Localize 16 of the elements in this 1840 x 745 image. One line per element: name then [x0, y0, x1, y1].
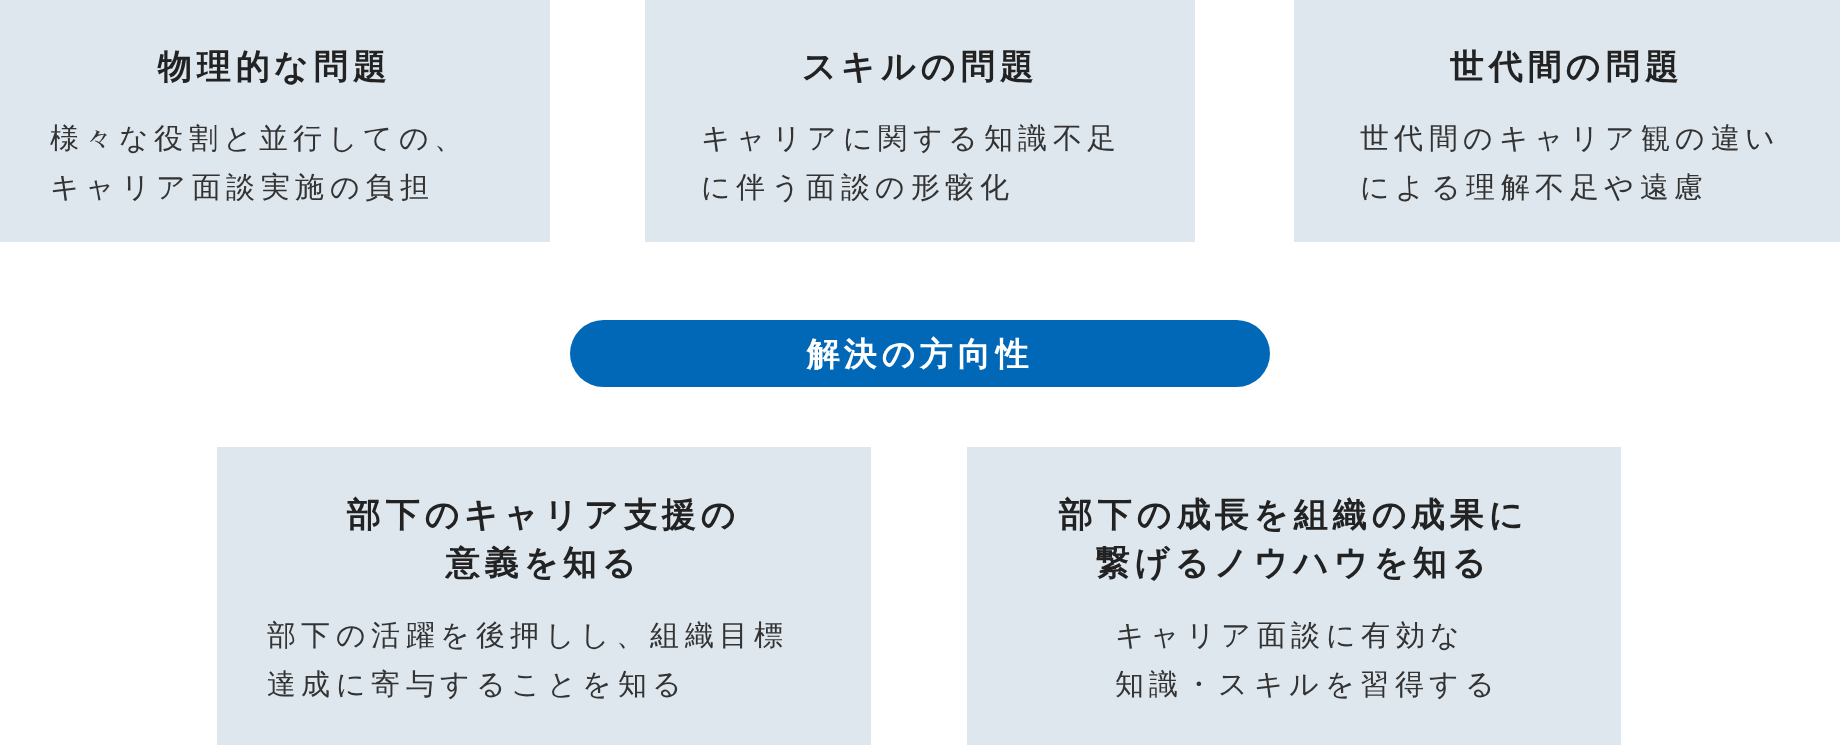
card-heading: 部下の成長を組織の成果に繋げるノウハウを知る [1057, 493, 1530, 584]
card-description: 世代間のキャリア観の違いによる理解不足や遠慮 [1359, 120, 1782, 206]
card-heading: 物理的な問題 [158, 45, 392, 88]
solution-card [217, 447, 871, 745]
card-description: 部下の活躍を後押しし、組織目標達成に寄与することを知る [266, 617, 790, 703]
card-heading: スキルの問題 [801, 45, 1039, 88]
card-description: 様々な役割と並行しての、キャリア面談実施の負担 [49, 120, 470, 206]
card-description: キャリアに関する知識不足に伴う面談の形骸化 [700, 120, 1123, 206]
problem-card [645, 0, 1195, 242]
problem-card [1294, 0, 1840, 242]
solution-card [967, 447, 1621, 745]
banner-title: 解決の方向性 [806, 332, 1034, 375]
card-heading: 部下のキャリア支援の意義を知る [345, 493, 742, 584]
card-description: キャリア面談に有効な知識・スキルを習得する [1114, 617, 1502, 703]
problem-card [0, 0, 550, 242]
card-heading: 世代間の問題 [1450, 45, 1684, 88]
